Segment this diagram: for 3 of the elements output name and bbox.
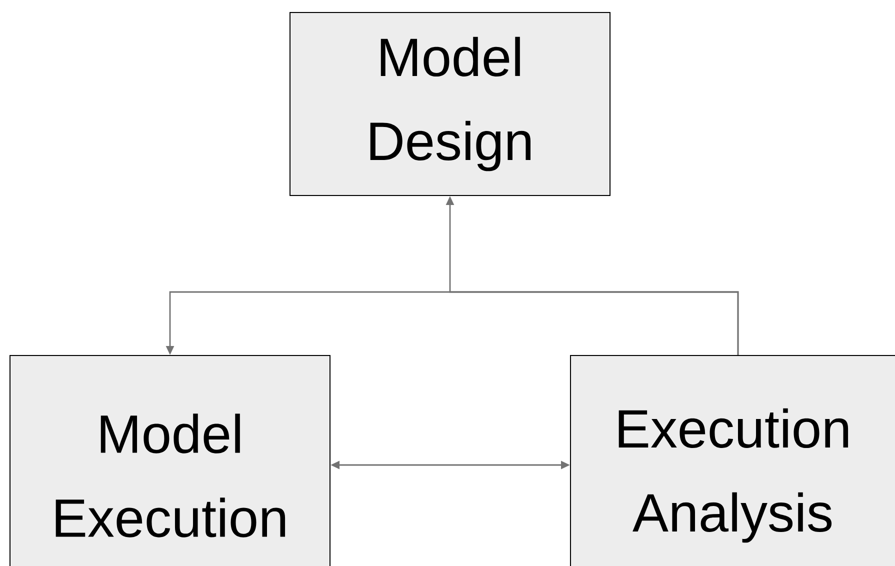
process-box: Model Execution — [10, 355, 330, 566]
process-box: Execution Analysis — [570, 355, 895, 566]
process-box: Model Design — [290, 12, 610, 196]
